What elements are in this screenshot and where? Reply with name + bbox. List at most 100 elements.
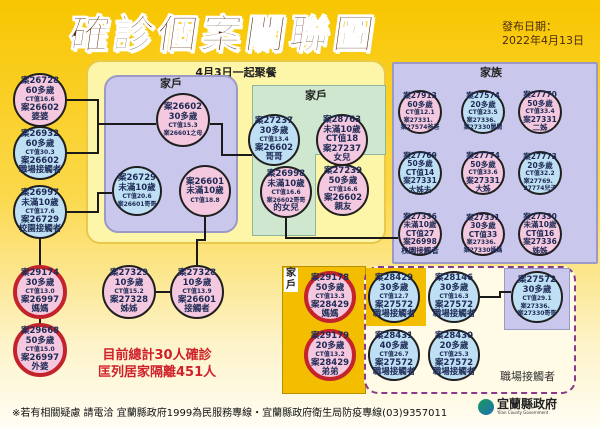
case-node-line: 案27913 xyxy=(403,91,437,101)
case-node-line: 30多歲 xyxy=(259,125,289,136)
case-node-line: 案26997 xyxy=(20,294,60,305)
group-workplace-label: 職場接觸者 xyxy=(500,370,555,383)
case-node-line: 30多歲 xyxy=(379,282,409,293)
publish-date-value: 2022年4月13日 xyxy=(502,34,584,47)
case-node-line: 案27336 xyxy=(403,211,437,221)
connector-line xyxy=(67,192,112,213)
case-node-line: 案26728 xyxy=(20,76,60,87)
case-node-line: 60多歲 xyxy=(25,138,55,149)
case-node-line: 校園接觸者 xyxy=(401,245,439,255)
case-node-line: CT值25.3 xyxy=(439,351,469,359)
case-node-line: 案27773 xyxy=(523,152,557,162)
case-node-line: 案26602哥哥 xyxy=(266,196,306,204)
case-node-line: 50多歲 xyxy=(328,175,358,186)
case-node-line: CT值16.6 xyxy=(271,189,301,197)
case-node-line: 案28429 xyxy=(310,357,350,368)
case-node-line: 案27237 xyxy=(322,143,362,154)
connector-line xyxy=(210,123,252,156)
case-node-line: 50多歲 xyxy=(470,159,496,169)
case-node-line: 姊姊 xyxy=(120,304,138,315)
case-node-line: 案26602 xyxy=(20,155,60,166)
case-node-line: CT值33.4 xyxy=(525,108,555,116)
case-node-line: 案26601 xyxy=(177,294,217,305)
case-node-line: 大姊夫 xyxy=(408,184,432,194)
case-node-line: CT值15.2 xyxy=(114,288,144,296)
case-node-line: 媽媽 xyxy=(31,304,49,315)
case-node-line: 案27572 xyxy=(374,299,414,310)
case-node-line: CT值15.0 xyxy=(25,346,55,354)
case-node-line: CT值13.9 xyxy=(182,288,212,296)
case-node-line: 案26602 xyxy=(163,102,203,112)
case-node-line: 姊姊 xyxy=(532,245,548,255)
case-node-line: 接觸者 xyxy=(184,304,210,315)
case-node-line: 職場接觸者 xyxy=(372,309,416,320)
case-node-line: 案27336 xyxy=(523,237,557,247)
summary-quarantine: 匡列居家隔離451人 xyxy=(98,365,217,380)
case-node-line: 案28429 xyxy=(310,299,350,310)
case-node-line: 媽媽 xyxy=(321,309,339,320)
case-node-line: CT值13.2 xyxy=(315,351,345,359)
case-node-line: 職場接觸者 xyxy=(372,367,416,378)
logo: 宜蘭縣政府 Yilan County Government xyxy=(478,398,557,415)
case-node-line: 未滿10歲 xyxy=(267,178,305,189)
case-node-line: CT值12.7 xyxy=(379,293,409,301)
case-node-line: 案26997 xyxy=(20,352,60,363)
case-node-line: CT值16.3 xyxy=(439,293,469,301)
case-node-line: 10多歲 xyxy=(182,277,212,288)
case-node-line: 案27769、 xyxy=(523,177,557,185)
case-node-line: 50多歲 xyxy=(315,282,345,293)
case-node-line: 案29174 xyxy=(20,268,60,279)
case-node-line: 案26932 xyxy=(20,129,60,140)
case-node-line: 20多歲 xyxy=(527,160,553,170)
connector-line xyxy=(67,99,99,154)
case-node-line: 案28146 xyxy=(434,273,474,284)
case-node-line: 案27237 xyxy=(254,116,294,127)
case-node-line: 50多歲 xyxy=(527,98,553,108)
case-node-line: 案27774 xyxy=(466,151,500,161)
case-node-line: 30多歲 xyxy=(168,111,198,122)
case-node-line: 案27330哥哥 xyxy=(517,310,557,318)
case-node-line: 案27336、 xyxy=(520,302,554,310)
case-node-line: 60多歲 xyxy=(407,99,433,109)
case-node-line: 大姊 xyxy=(475,184,491,194)
case-node-line: 案27574 xyxy=(466,91,500,101)
case-node-line: 案27336、 xyxy=(466,116,500,124)
case-node-line: CT值13.3 xyxy=(315,293,345,301)
case-node-line: 外婆 xyxy=(31,362,49,373)
case-node-line: 職場接觸者 xyxy=(432,309,476,320)
case-node-line: 案27336、 xyxy=(466,239,500,247)
case-node-line: CT值18.8 xyxy=(190,196,220,204)
case-node-line: 弟弟 xyxy=(321,367,339,378)
case-node-line: 案28429 xyxy=(374,273,414,284)
logo-icon xyxy=(478,398,494,415)
case-node-line: 20多歲 xyxy=(315,340,345,351)
case-node-line: CT值33.6 xyxy=(468,169,498,177)
publish-date-label: 發布日期： xyxy=(502,20,557,33)
case-node-line: 案26729 xyxy=(117,173,157,183)
case-node-line: 女兒 xyxy=(333,153,351,164)
case-node-line: 案28763 xyxy=(322,115,362,126)
case-node-line: CT值16.6 xyxy=(328,186,358,194)
case-node-line: 未滿10歲 xyxy=(118,182,156,193)
